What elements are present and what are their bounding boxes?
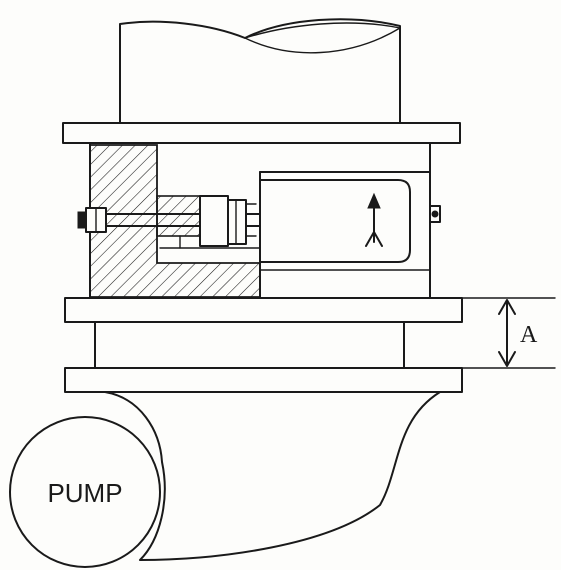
right-nut-icon — [429, 205, 441, 223]
moving-plate — [259, 171, 431, 298]
lower-housing — [104, 391, 441, 561]
dimension-label: A — [520, 322, 538, 348]
support-columns — [94, 321, 405, 369]
bottom-platen — [64, 367, 463, 393]
up-arrow-icon — [365, 192, 383, 247]
pump-label: PUMP — [47, 478, 122, 508]
pump: PUMP — [9, 416, 161, 568]
plunger-assembly — [96, 195, 261, 249]
middle-platen — [64, 297, 463, 323]
dimension-indicator: A — [461, 297, 556, 369]
left-nut-icon — [77, 207, 107, 233]
top-platen — [62, 122, 461, 144]
upper-ram — [119, 18, 401, 127]
